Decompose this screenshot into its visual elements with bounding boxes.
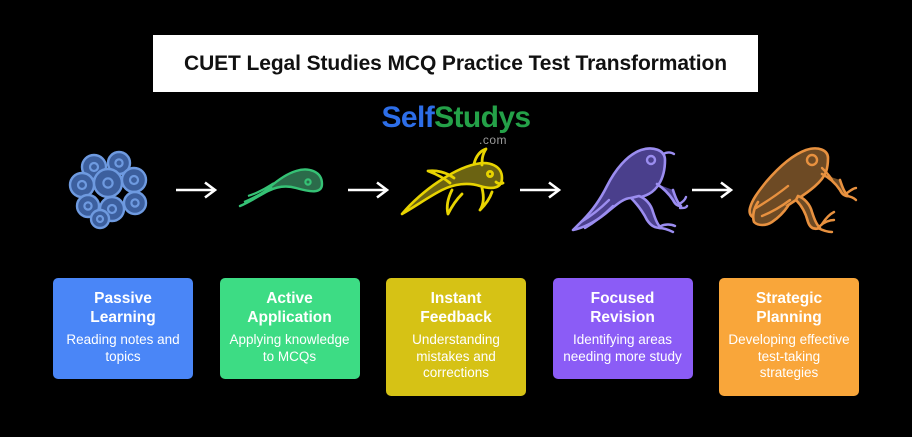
arrow-right-icon-1 — [173, 177, 223, 203]
stage-card-title-4: Focused Revision — [561, 290, 685, 327]
stage-card-desc-4: Identifying areas needing more study — [563, 332, 682, 364]
stage-card-title-line1-5: Strategic — [755, 290, 823, 307]
title-banner: CUET Legal Studies MCQ Practice Test Tra… — [153, 35, 758, 92]
stage-card-title-line2-4: Revision — [590, 308, 655, 326]
stage-illustration-1 — [53, 140, 171, 240]
stage-card-2[interactable]: Active Application Applying knowledge to… — [219, 278, 360, 380]
stage-card-title-line1-4: Focused — [590, 290, 655, 307]
stage-card-1[interactable]: Passive Learning Reading notes and topic… — [53, 278, 193, 380]
stage-card-4[interactable]: Focused Revision Identifying areas needi… — [552, 278, 693, 380]
tadpole-icon — [238, 168, 324, 208]
stage-card-title-line2-5: Planning — [756, 308, 822, 326]
stage-card-desc-5: Developing effective test-taking strateg… — [728, 332, 850, 381]
stage-card-title-line1-1: Passive — [94, 290, 152, 307]
arrow-right-icon-3 — [517, 177, 567, 203]
stage-illustration-4 — [569, 140, 689, 240]
stage-illustration-3 — [397, 140, 515, 240]
stage-card-title-line2-2: Application — [247, 308, 332, 326]
tadpole-with-legs-icon — [400, 147, 505, 216]
logo-suffix: .com — [478, 133, 507, 147]
stage-card-title-3: Instant Feedback — [394, 290, 518, 327]
arrow-right-icon-2 — [345, 177, 395, 203]
page-title: CUET Legal Studies MCQ Practice Test Tra… — [184, 51, 727, 75]
stage-card-title-line2-1: Learning — [90, 308, 156, 326]
stage-illustration-2 — [225, 140, 343, 240]
stage-card-5[interactable]: Strategic Planning Developing effective … — [719, 278, 859, 396]
logo-part-studys: Studys — [434, 101, 531, 134]
stage-card-list: Passive Learning Reading notes and topic… — [53, 278, 859, 396]
arrow-right-icon-4 — [689, 177, 739, 203]
stage-card-title-line2-3: Feedback — [420, 308, 492, 326]
stage-card-desc-3: Understanding mistakes and corrections — [412, 332, 500, 381]
lifecycle-illustration-strip — [53, 140, 859, 240]
logo-part-self: Self — [381, 101, 435, 134]
stage-card-title-2: Active Application — [228, 290, 352, 327]
stage-card-3[interactable]: Instant Feedback Understanding mistakes … — [386, 278, 526, 396]
logo-wordmark: SelfStudys — [381, 101, 531, 134]
stage-card-title-5: Strategic Planning — [727, 290, 851, 327]
frog-eggs-icon — [68, 150, 148, 230]
froglet-icon — [571, 147, 689, 234]
adult-frog-icon — [748, 147, 858, 234]
stage-card-desc-1: Reading notes and topics — [66, 332, 180, 364]
stage-card-title-line1-2: Active — [266, 290, 313, 307]
brand-logo: SelfStudys .com — [0, 101, 912, 147]
stage-illustration-5 — [741, 140, 859, 240]
stage-card-desc-2: Applying knowledge to MCQs — [229, 332, 350, 364]
stage-card-title-line1-3: Instant — [430, 290, 482, 307]
stage-card-title-1: Passive Learning — [61, 290, 185, 327]
